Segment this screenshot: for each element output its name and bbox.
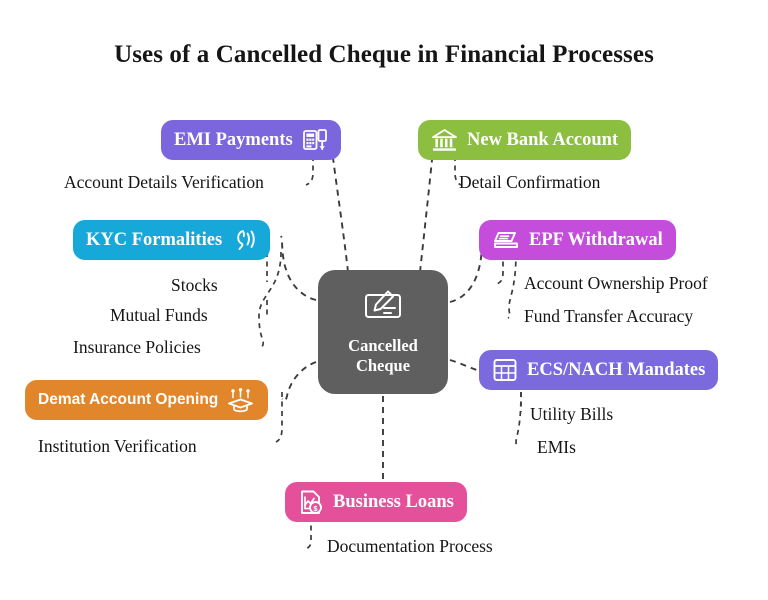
leader-fund-transfer-accuracy — [507, 251, 517, 319]
center-node-label-line2: Cheque — [355, 356, 411, 375]
branch-label-demat-account-opening: Demat Account Opening — [38, 391, 219, 409]
sub-label-emis: EMIs — [537, 437, 576, 457]
branch-demat-account-opening[interactable]: Demat Account Opening — [25, 380, 269, 420]
calculator-download-icon — [302, 127, 328, 153]
sub-label-documentation-process: Documentation Process — [327, 536, 493, 556]
branch-emi-payments[interactable]: EMI Payments — [161, 120, 341, 160]
connector-ecs-nach-mandates — [449, 359, 482, 372]
connector-epf-withdrawal — [449, 237, 484, 303]
table-grid-icon — [492, 357, 518, 383]
sub-label-utility-bills: Utility Bills — [530, 404, 614, 424]
branch-new-bank-account[interactable]: New Bank Account — [418, 120, 632, 160]
loan-document-icon: $ — [298, 489, 324, 516]
branch-label-emi-payments: EMI Payments — [174, 129, 293, 150]
leader-account-ownership-proof — [496, 252, 504, 285]
branch-label-ecs-nach-mandates: ECS/NACH Mandates — [527, 359, 706, 380]
branch-label-epf-withdrawal: EPF Withdrawal — [529, 229, 663, 250]
leader-account-details-verification — [305, 156, 314, 186]
svg-text:$: $ — [313, 504, 318, 513]
sub-label-institution-verification: Institution Verification — [38, 436, 197, 456]
leader-institution-verification — [275, 392, 283, 443]
leader-documentation-process — [304, 516, 312, 550]
sub-label-detail-confirmation: Detail Confirmation — [459, 172, 601, 192]
graduation-cap-icon — [227, 387, 255, 413]
page-title: Uses of a Cancelled Cheque in Financial … — [114, 41, 654, 68]
branch-kyc-formalities[interactable]: KYC Formalities — [73, 220, 271, 260]
branch-ecs-nach-mandates[interactable]: ECS/NACH Mandates — [479, 350, 719, 390]
sub-label-account-details-verification: Account Details Verification — [64, 172, 264, 192]
branch-label-kyc-formalities: KYC Formalities — [86, 229, 223, 250]
branch-epf-withdrawal[interactable]: EPF Withdrawal — [479, 220, 676, 260]
connector-kyc-formalities — [280, 235, 317, 301]
branch-business-loans[interactable]: $ Business Loans — [285, 482, 467, 522]
cash-withdrawal-icon — [492, 228, 520, 252]
sub-label-stocks: Stocks — [171, 275, 218, 295]
bank-building-icon — [431, 127, 458, 153]
leader-detail-confirmation — [454, 156, 462, 186]
center-node-label-line1: Cancelled — [348, 335, 418, 355]
center-node-label: Cancelled Cheque — [348, 336, 418, 376]
sub-label-fund-transfer-accuracy: Fund Transfer Accuracy — [524, 306, 694, 326]
fingerprint-scan-icon — [231, 227, 257, 253]
branch-label-business-loans: Business Loans — [333, 491, 454, 512]
cheque-pen-icon — [360, 288, 406, 329]
connector-demat-account-opening — [281, 361, 317, 402]
sub-label-mutual-funds: Mutual Funds — [110, 305, 208, 325]
leader-insurance-policies — [258, 251, 282, 348]
branch-label-new-bank-account: New Bank Account — [467, 129, 619, 150]
connector-new-bank-account — [419, 149, 434, 273]
leader-emis — [514, 391, 522, 448]
sub-label-insurance-policies: Insurance Policies — [73, 337, 201, 357]
connector-emi-payments — [331, 149, 349, 273]
center-node-cancelled-cheque[interactable]: Cancelled Cheque — [318, 270, 448, 394]
sub-label-account-ownership-proof: Account Ownership Proof — [524, 273, 708, 293]
